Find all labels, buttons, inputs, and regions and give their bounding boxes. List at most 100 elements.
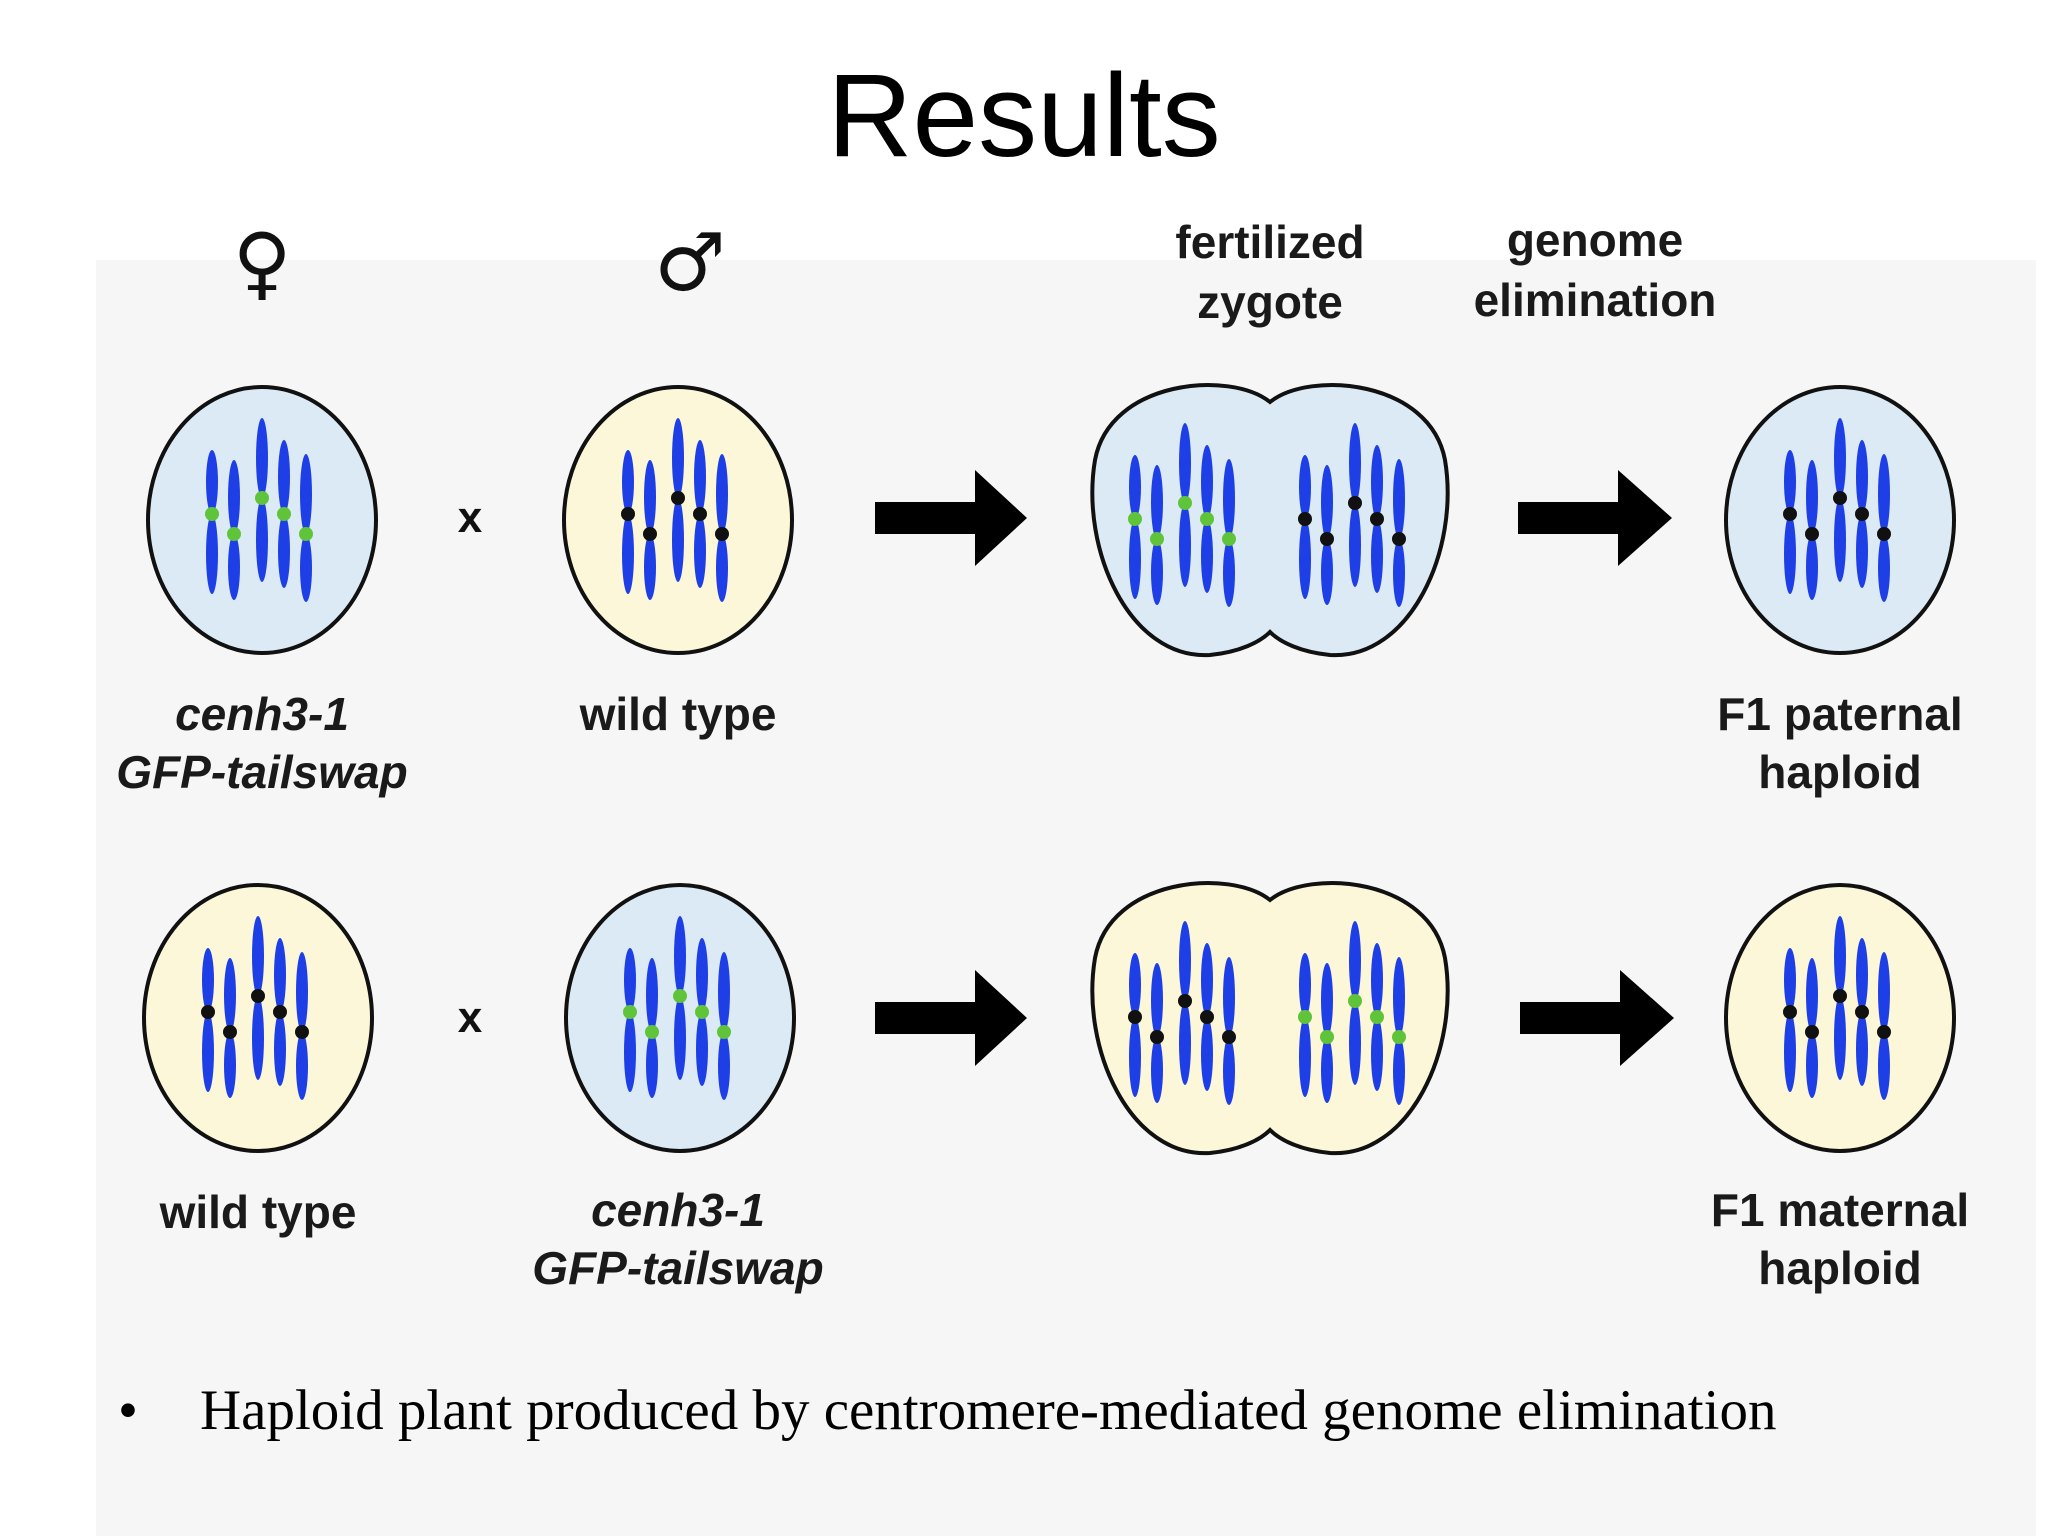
wt-centromere-dot bbox=[1855, 507, 1869, 521]
chromosome-arm bbox=[224, 958, 236, 1032]
cross-symbol-row2: x bbox=[458, 993, 483, 1042]
gfp-centromere-dot bbox=[1298, 1010, 1312, 1024]
chromosome-arm bbox=[1393, 459, 1405, 539]
gfp-centromere-dot bbox=[645, 1025, 659, 1039]
wt-centromere-dot bbox=[693, 507, 707, 521]
chromosome-arm bbox=[202, 948, 214, 1012]
chromosome-arm bbox=[1129, 953, 1141, 1017]
chromosome-arm bbox=[1371, 1017, 1383, 1091]
chromosome-arm bbox=[718, 952, 730, 1032]
chromosome-arm bbox=[1201, 445, 1213, 519]
chromosome-arm bbox=[694, 440, 706, 514]
gfp-centromere-dot bbox=[673, 989, 687, 1003]
gfp-centromere-dot bbox=[255, 491, 269, 505]
chromosome-arm bbox=[1151, 539, 1163, 605]
wt-centromere-dot bbox=[1877, 1025, 1891, 1039]
row2-zygote bbox=[1090, 881, 1450, 1156]
chromosome-arm bbox=[1856, 440, 1868, 514]
gfp-centromere-dot bbox=[1150, 532, 1164, 546]
wt-centromere-dot bbox=[1805, 1025, 1819, 1039]
chromosome-arm bbox=[644, 534, 656, 600]
row1-parent2-label: wild type bbox=[579, 688, 777, 740]
chromosome-arm bbox=[206, 514, 218, 594]
gfp-centromere-dot bbox=[227, 527, 241, 541]
chromosome-arm bbox=[1806, 1032, 1818, 1098]
wt-centromere-dot bbox=[621, 507, 635, 521]
slide-title: Results bbox=[827, 50, 1221, 182]
chromosome-arm bbox=[1179, 423, 1191, 503]
chromosome-arm bbox=[1179, 1001, 1191, 1085]
chromosome-arm bbox=[1223, 1037, 1235, 1105]
row2-female-cell bbox=[142, 883, 374, 1153]
chromosome-arm bbox=[1129, 1017, 1141, 1097]
chromosome-arm bbox=[1151, 963, 1163, 1037]
gfp-centromere-dot bbox=[1392, 1030, 1406, 1044]
chromosome-arm bbox=[674, 996, 686, 1080]
chromosome-arm bbox=[274, 938, 286, 1012]
chromosome-arm bbox=[1179, 503, 1191, 587]
chromosome-arm bbox=[1201, 519, 1213, 593]
row2-parent1-label: wild type bbox=[159, 1186, 357, 1238]
row2-result-label-line2: haploid bbox=[1758, 1242, 1922, 1294]
chromosome-arm bbox=[1371, 943, 1383, 1017]
gfp-centromere-dot bbox=[695, 1005, 709, 1019]
chromosome-arm bbox=[1878, 1032, 1890, 1100]
chromosome-arm bbox=[1834, 498, 1846, 582]
wt-centromere-dot bbox=[223, 1025, 237, 1039]
row1-zygote bbox=[1090, 383, 1450, 658]
row1-male-cell bbox=[562, 385, 794, 655]
gfp-centromere-dot bbox=[299, 527, 313, 541]
wt-centromere-dot bbox=[295, 1025, 309, 1039]
gfp-centromere-dot bbox=[1320, 1030, 1334, 1044]
chromosome-arm bbox=[1856, 514, 1868, 588]
row1-result-label-line2: haploid bbox=[1758, 746, 1922, 798]
chromosome-arm bbox=[1223, 957, 1235, 1037]
wt-centromere-dot bbox=[1298, 512, 1312, 526]
chromosome-arm bbox=[1321, 963, 1333, 1037]
gfp-centromere-dot bbox=[205, 507, 219, 521]
wt-centromere-dot bbox=[1805, 527, 1819, 541]
chromosome-arm bbox=[696, 938, 708, 1012]
wt-centromere-dot bbox=[1222, 1030, 1236, 1044]
wt-centromere-dot bbox=[1320, 532, 1334, 546]
chromosome-arm bbox=[1784, 450, 1796, 514]
row1-female-cell bbox=[146, 385, 378, 655]
chromosome-arm bbox=[1299, 519, 1311, 599]
gfp-centromere-dot bbox=[1128, 512, 1142, 526]
chromosome-arm bbox=[696, 1012, 708, 1086]
chromosome-arm bbox=[274, 1012, 286, 1086]
chromosome-arm bbox=[1393, 957, 1405, 1037]
gfp-centromere-dot bbox=[623, 1005, 637, 1019]
gfp-centromere-dot bbox=[1222, 532, 1236, 546]
chromosome-arm bbox=[1878, 454, 1890, 534]
wt-centromere-dot bbox=[1392, 532, 1406, 546]
row2-male-cell bbox=[564, 883, 796, 1153]
chromosome-arm bbox=[256, 498, 268, 582]
chromosome-arm bbox=[1129, 519, 1141, 599]
chromosome-arm bbox=[1349, 1001, 1361, 1085]
chromosome-arm bbox=[1201, 1017, 1213, 1091]
wt-centromere-dot bbox=[201, 1005, 215, 1019]
arrow-icon bbox=[875, 470, 1027, 566]
chromosome-arm bbox=[674, 916, 686, 996]
chromosome-arm bbox=[1349, 503, 1361, 587]
chromosome-arm bbox=[716, 534, 728, 602]
chromosome-arm bbox=[622, 450, 634, 514]
chromosome-arm bbox=[300, 454, 312, 534]
cross-symbol-row1: x bbox=[458, 493, 483, 542]
wt-centromere-dot bbox=[1348, 496, 1362, 510]
chromosome-arm bbox=[1349, 423, 1361, 503]
row1-parent1-label-line2: GFP-tailswap bbox=[116, 746, 407, 798]
wt-centromere-dot bbox=[1783, 1005, 1797, 1019]
row1-result-label-line1: F1 paternal bbox=[1717, 688, 1962, 740]
chromosome-arm bbox=[296, 952, 308, 1032]
wt-centromere-dot bbox=[1370, 512, 1384, 526]
bullet-text: Haploid plant produced by centromere-med… bbox=[200, 1379, 1777, 1442]
wt-centromere-dot bbox=[251, 989, 265, 1003]
chromosome-arm bbox=[224, 1032, 236, 1098]
female-symbol: ♀ bbox=[233, 216, 292, 309]
chromosome-arm bbox=[646, 1032, 658, 1098]
arrow-icon bbox=[875, 970, 1027, 1066]
wt-centromere-dot bbox=[715, 527, 729, 541]
